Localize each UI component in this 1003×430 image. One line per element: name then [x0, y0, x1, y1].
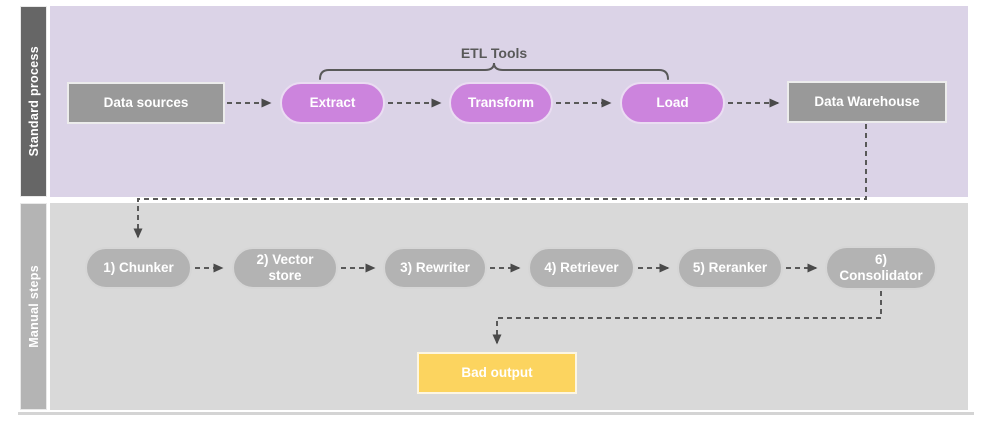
node-load: Load	[620, 82, 725, 124]
node-reranker: 5) Reranker	[677, 247, 783, 289]
node-consolidator: 6) Consolidator	[825, 246, 937, 290]
node-data-sources: Data sources	[67, 82, 225, 124]
node-chunker: 1) Chunker	[85, 247, 192, 289]
lane-header-manual-steps-label: Manual steps	[26, 265, 41, 348]
node-vector-store: 2) Vector store	[232, 247, 338, 289]
node-transform: Transform	[449, 82, 553, 124]
lane-header-standard-process: Standard process	[20, 6, 47, 197]
lane-header-standard-process-label: Standard process	[26, 46, 41, 157]
lane-header-manual-steps: Manual steps	[20, 203, 47, 410]
etl-tools-caption: ETL Tools	[460, 45, 528, 61]
node-retriever: 4) Retriever	[528, 247, 635, 289]
node-bad-output: Bad output	[417, 352, 577, 394]
node-extract: Extract	[280, 82, 385, 124]
node-data-warehouse: Data Warehouse	[787, 81, 947, 123]
node-rewriter: 3) Rewriter	[383, 247, 487, 289]
diagram-bottom-rule	[18, 412, 974, 415]
